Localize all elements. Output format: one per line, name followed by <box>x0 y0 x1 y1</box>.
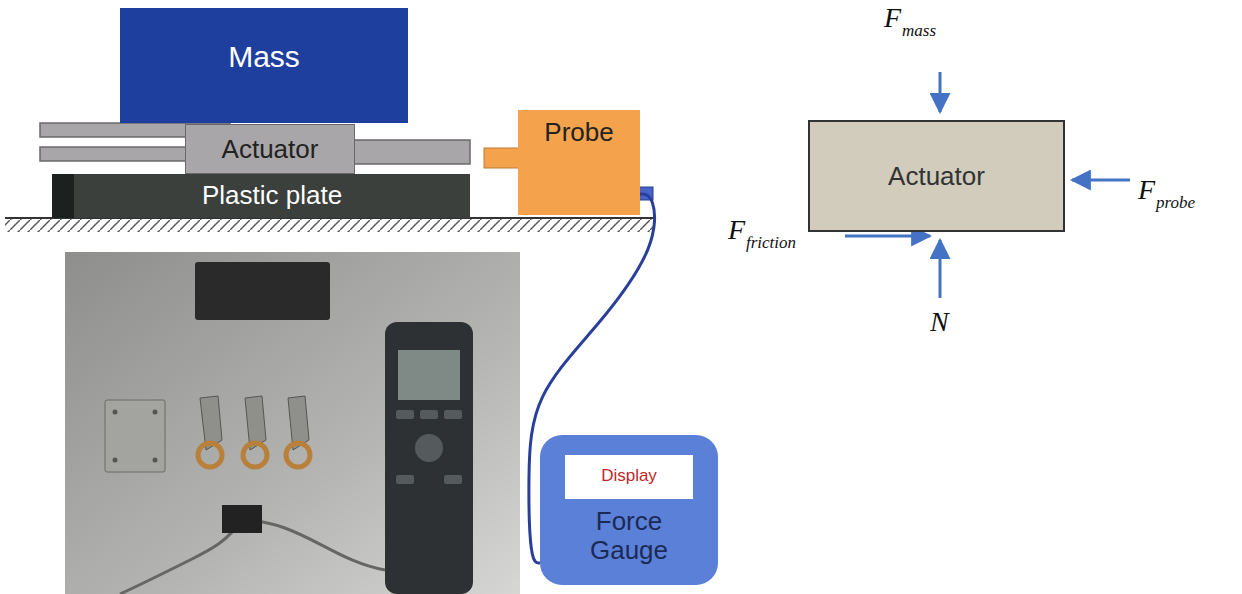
force-symbol: N <box>930 308 949 336</box>
node-text: Actuator <box>222 135 319 164</box>
force-subscript: probe <box>1156 194 1195 211</box>
force-gauge: Force Gauge Display <box>540 435 718 585</box>
node-text: Probe <box>544 118 613 147</box>
force-symbol: F <box>728 216 745 244</box>
probe-box: Probe <box>518 110 640 215</box>
force-subscript: mass <box>902 22 936 39</box>
probe-tip <box>484 148 520 168</box>
node-text: Force Gauge <box>569 507 689 564</box>
node-text: Actuator <box>888 162 985 191</box>
ground <box>5 218 655 232</box>
actuator-block: Actuator <box>185 124 355 174</box>
force-symbol: F <box>884 4 901 32</box>
plastic-plate: Plastic plate <box>52 174 470 218</box>
display-panel: Display <box>565 455 693 499</box>
node-text: Display <box>601 467 657 486</box>
force-subscript: friction <box>746 234 796 251</box>
force-symbol: F <box>1138 176 1155 204</box>
node-text: Mass <box>228 40 300 73</box>
node-text: Plastic plate <box>202 181 342 210</box>
mass-block: Mass <box>120 8 408 123</box>
free-body-box: Actuator <box>808 120 1065 232</box>
photo <box>65 252 520 594</box>
